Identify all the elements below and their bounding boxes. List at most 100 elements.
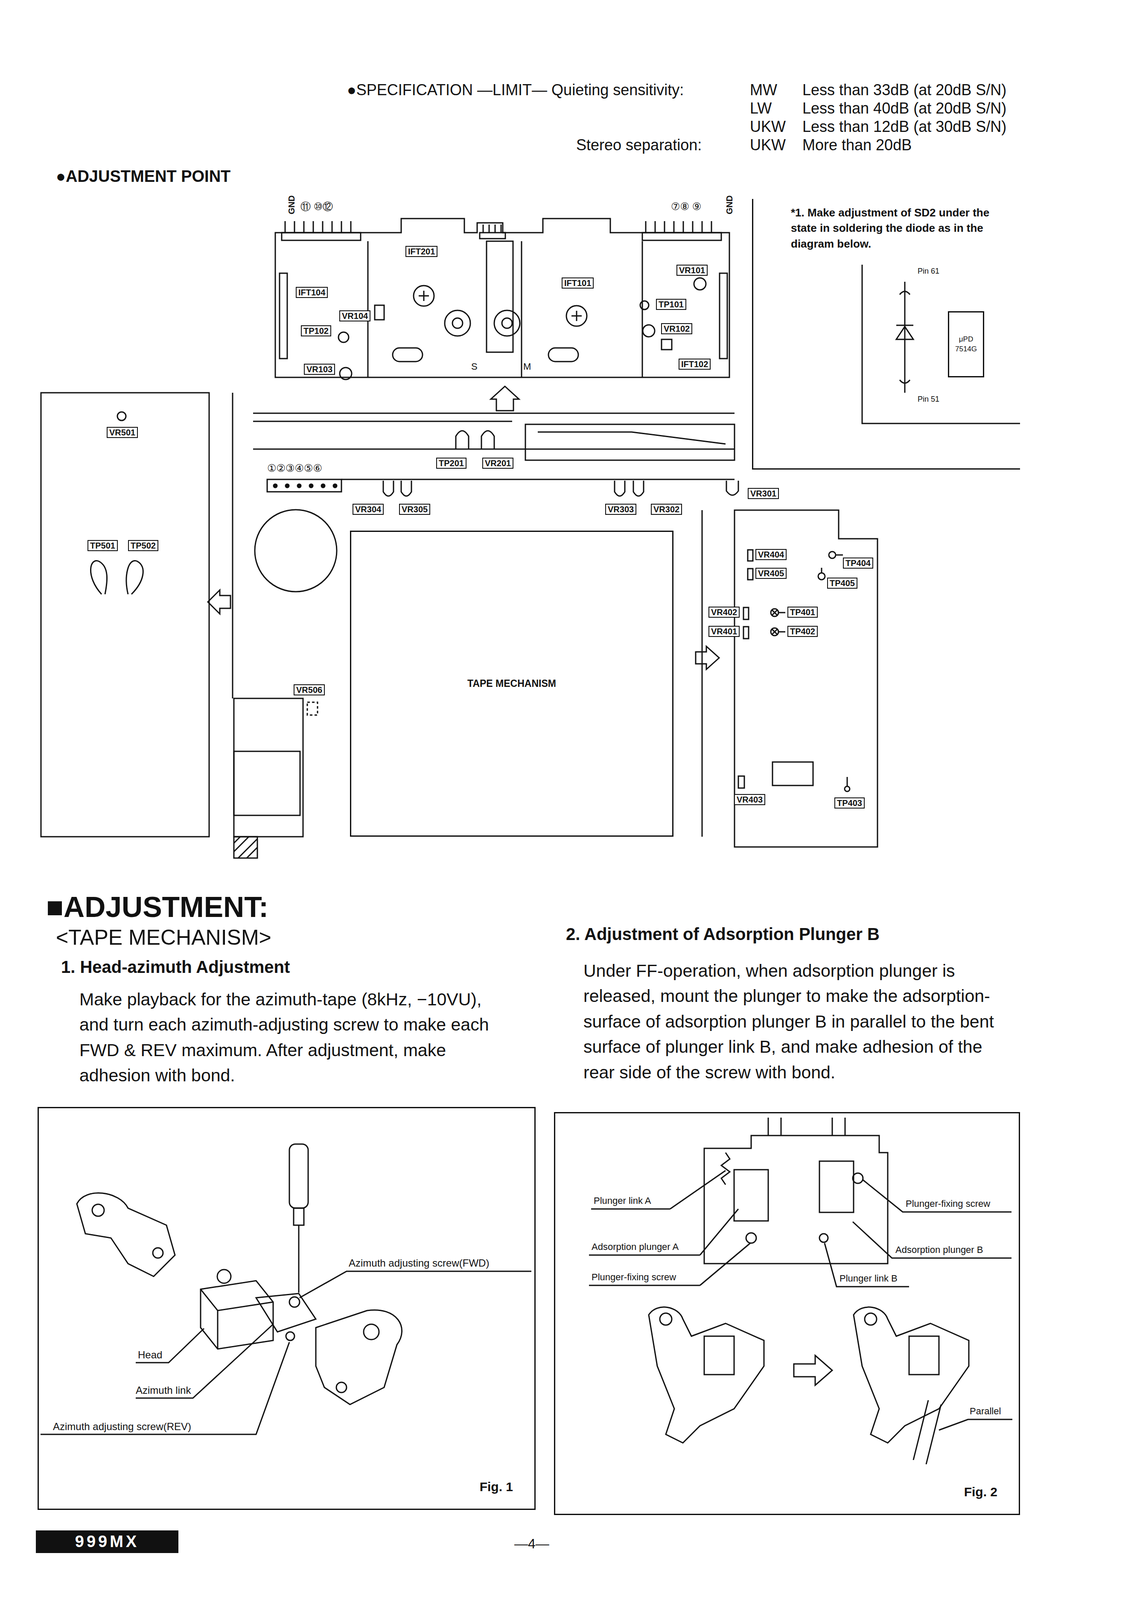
left-board — [40, 392, 233, 837]
pin-label: Pin 61 — [917, 266, 940, 276]
azimuth-illustration — [293, 1207, 304, 1225]
plunger-illustration — [734, 1169, 769, 1221]
azimuth-illustration — [76, 1192, 175, 1277]
chassis-strip — [253, 386, 739, 496]
tuner-board — [719, 273, 728, 359]
azimuth-illustration — [299, 1270, 532, 1298]
azimuth-illustration — [298, 1224, 300, 1293]
chassis-strip — [341, 478, 735, 481]
figure-caption: Fig. 2 — [964, 1484, 998, 1499]
part-label: IFT102 — [678, 358, 711, 370]
chassis-parts — [254, 509, 337, 592]
part-label: VR102 — [661, 323, 693, 335]
part-label: TP101 — [655, 298, 687, 310]
spec-heading: Stereo separation: — [576, 136, 702, 154]
chassis-strip — [309, 483, 313, 488]
callout-label: Adsorption plunger A — [591, 1241, 679, 1252]
page-number: —4— — [514, 1535, 550, 1552]
callout-label: Adsorption plunger B — [895, 1244, 983, 1255]
chassis-parts — [772, 609, 786, 616]
tuner-board — [501, 317, 513, 329]
plunger-illustration — [853, 1306, 969, 1443]
plunger-illustration — [819, 1233, 828, 1242]
plunger-illustration — [588, 1208, 739, 1255]
chassis-parts — [828, 551, 836, 559]
chassis-parts — [772, 629, 786, 635]
azimuth-illustration — [289, 1143, 309, 1208]
azimuth-illustration — [200, 1288, 274, 1349]
chassis-strip — [490, 386, 519, 411]
left-board — [117, 411, 126, 421]
plunger-illustration — [793, 1355, 833, 1385]
plunger-illustration — [938, 1419, 1013, 1430]
part-label: IFT201 — [405, 245, 438, 257]
tuner-board — [285, 221, 351, 233]
part-label: VR506 — [293, 684, 325, 696]
callout-label: Azimuth adjusting screw(REV) — [52, 1420, 192, 1433]
chassis-parts — [835, 554, 843, 556]
part-label: VR402 — [708, 606, 740, 618]
plunger-illustration — [721, 1152, 730, 1185]
pin-number: ⑦⑧ ⑨ — [670, 200, 702, 213]
part-label: VR302 — [650, 503, 683, 515]
pin-label: Pin 51 — [917, 394, 940, 404]
chassis-parts — [747, 568, 753, 580]
azimuth-illustration — [40, 1143, 532, 1435]
part-label: TP502 — [128, 539, 159, 551]
plunger-illustration — [864, 1312, 877, 1325]
chassis-strip — [537, 431, 726, 444]
chassis-parts — [233, 509, 878, 858]
part-label: VR405 — [755, 567, 787, 579]
chassis-strip — [321, 483, 325, 488]
chassis-parts — [747, 549, 753, 561]
part-label: TP501 — [87, 539, 118, 551]
note-text: *1. Make adjustment of SD2 under the sta… — [790, 204, 992, 252]
tuner-board — [392, 347, 423, 362]
plunger-illustration — [862, 1179, 1012, 1212]
azimuth-illustration — [336, 1381, 347, 1393]
part-label: VR403 — [734, 793, 766, 805]
band-name: UKW — [749, 117, 786, 136]
note-diode-detail — [896, 324, 914, 327]
tuner-board — [367, 241, 643, 378]
tuner-board — [494, 310, 520, 336]
instruction-text: Make playback for the azimuth-tape (8kHz… — [79, 986, 507, 1089]
part-label: VR201 — [482, 457, 514, 469]
band-name: MW — [749, 81, 778, 99]
tuner-board — [640, 300, 649, 310]
chassis-strip — [525, 424, 735, 461]
note-diode-detail — [904, 281, 906, 393]
chassis-parts — [743, 607, 749, 620]
note-diode-detail — [899, 291, 910, 384]
tuner-board — [339, 367, 352, 380]
callout-label: Plunger link B — [839, 1272, 898, 1284]
figure-frame: Fig. 2 — [553, 1111, 1021, 1515]
mechanism-block: TAPE MECHANISM — [349, 530, 674, 837]
chassis-strip — [383, 480, 412, 496]
tuner-board — [566, 305, 587, 327]
azimuth-illustration — [256, 1293, 316, 1332]
part-label: TP102 — [300, 325, 332, 337]
part-label: VR104 — [339, 310, 371, 322]
azimuth-illustration — [135, 1323, 274, 1398]
left-board — [232, 392, 234, 699]
band-name: LW — [749, 99, 772, 117]
note-diode-detail — [862, 264, 1021, 424]
tuner-board — [693, 277, 706, 290]
part-label: IFT101 — [561, 277, 594, 289]
part-label: TP401 — [787, 606, 818, 618]
part-label: VR401 — [708, 625, 740, 637]
tuner-board — [413, 285, 435, 307]
chassis-parts — [821, 567, 823, 573]
callout-label: Parallel — [969, 1405, 1001, 1417]
model-tag: 999MX — [35, 1530, 179, 1553]
chassis-parts — [233, 698, 304, 837]
plunger-illustration — [659, 1312, 672, 1325]
chassis-parts — [844, 786, 850, 792]
channel-label: S — [471, 361, 478, 372]
tuner-board — [338, 332, 349, 343]
left-board — [207, 589, 231, 614]
part-label: TP403 — [834, 797, 865, 809]
figure-frame: Fig. 1 — [37, 1106, 536, 1510]
